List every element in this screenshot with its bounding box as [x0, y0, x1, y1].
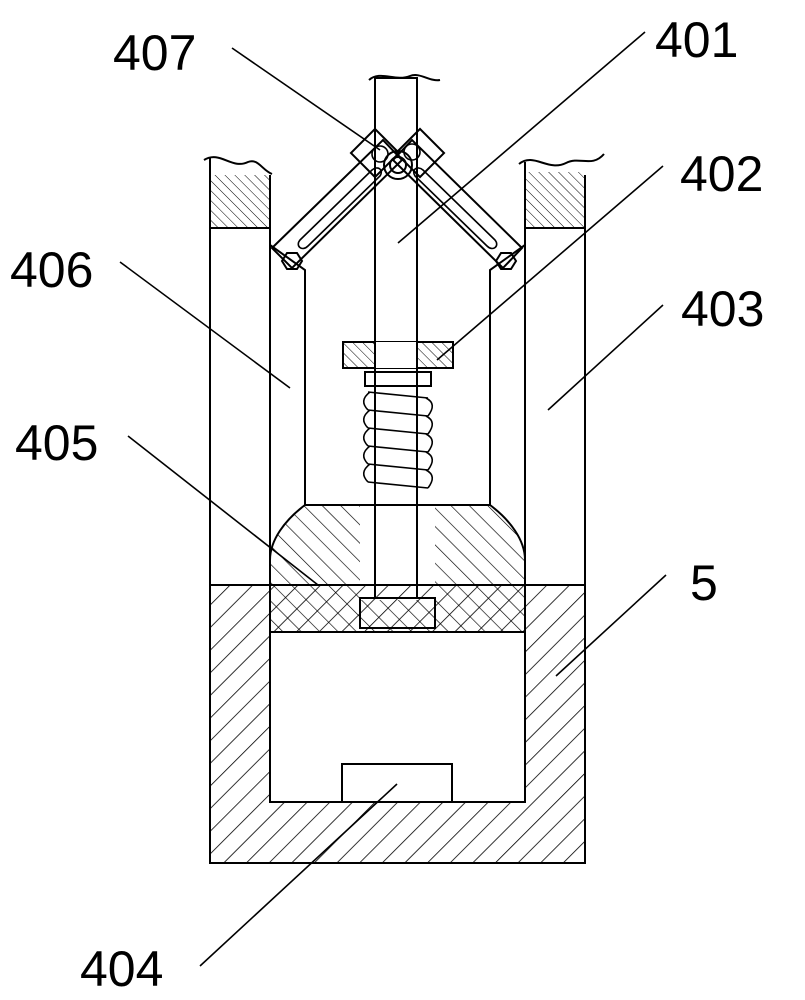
label-403: 403	[681, 281, 764, 337]
inner-housing	[269, 244, 526, 633]
label-405: 405	[15, 415, 98, 471]
sensor-block	[341, 763, 453, 803]
label-402: 402	[680, 146, 763, 202]
shaft	[359, 74, 441, 629]
left-side-wall	[203, 156, 273, 586]
leader-lines	[119, 31, 667, 967]
spring	[362, 391, 434, 489]
label-406: 406	[10, 242, 93, 298]
label-5: 5	[690, 555, 718, 611]
linkage-arms	[270, 127, 524, 270]
label-407: 407	[113, 25, 196, 81]
label-401: 401	[655, 12, 738, 68]
collar-nut	[342, 341, 454, 387]
label-404: 404	[80, 941, 163, 997]
